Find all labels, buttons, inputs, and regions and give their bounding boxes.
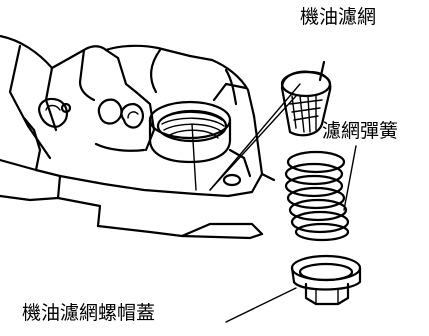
strainer-spring-label: 濾網彈簧 <box>322 120 399 142</box>
strainer-spring-part <box>284 145 357 242</box>
strainer-cap-part <box>225 254 362 323</box>
strainer-cap-label: 機油濾網螺帽蓋 <box>22 302 156 324</box>
crankcase-drawing <box>0 34 276 240</box>
oil-strainer-label: 機油濾網 <box>300 6 377 28</box>
oil-strainer-part <box>280 60 332 137</box>
